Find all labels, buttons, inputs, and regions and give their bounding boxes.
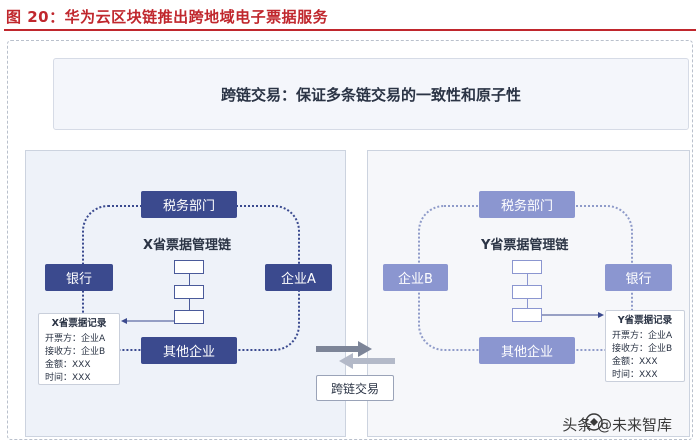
right-block-3	[512, 308, 542, 322]
left-block-link-2	[189, 299, 190, 310]
right-node-bank: 银行	[605, 264, 672, 291]
left-node-other: 其他企业	[141, 337, 237, 364]
left-block-3	[174, 310, 204, 324]
watermark-logo-icon	[585, 413, 603, 431]
right-record-line: 金额：XXX	[612, 357, 658, 367]
right-block-1	[512, 260, 542, 274]
title-divider	[4, 29, 696, 31]
right-block-link-1	[527, 274, 528, 285]
right-record-line: 开票方：企业A	[612, 331, 673, 341]
right-record-card: Y省票据记录 开票方：企业A 接收方：企业B 金额：XXX 时间：XXX	[605, 310, 685, 382]
right-node-other: 其他企业	[479, 337, 575, 364]
watermark-text: 头条 @未来智库	[562, 416, 672, 434]
cross-chain-banner: 跨链交易：保证多条链交易的一致性和原子性	[53, 58, 689, 130]
diagram-frame	[7, 40, 693, 440]
left-chain-title: X省票据管理链	[143, 238, 232, 253]
right-record-title: Y省票据记录	[617, 315, 673, 326]
right-node-company: 企业B	[383, 264, 448, 291]
left-block-1	[174, 260, 204, 274]
right-record-line: 接收方：企业B	[612, 344, 673, 354]
left-node-company: 企业A	[265, 264, 332, 291]
left-record-line: 开票方：企业A	[45, 334, 106, 344]
right-block-link-2	[527, 299, 528, 310]
left-record-line: 接收方：企业B	[45, 347, 106, 357]
cross-chain-arrows-icon	[316, 341, 395, 369]
left-node-tax: 税务部门	[141, 191, 237, 218]
left-record-line: 金额：XXX	[45, 360, 91, 370]
left-record-line: 时间：XXX	[45, 373, 91, 383]
right-node-tax: 税务部门	[479, 191, 575, 218]
right-block-2	[512, 285, 542, 299]
right-chain-title: Y省票据管理链	[481, 238, 569, 253]
left-record-card: X省票据记录 开票方：企业A 接收方：企业B 金额：XXX 时间：XXX	[38, 313, 120, 385]
left-node-bank: 银行	[45, 264, 113, 291]
left-block-2	[174, 285, 204, 299]
right-record-line: 时间：XXX	[612, 370, 658, 380]
left-record-title: X省票据记录	[51, 318, 107, 329]
figure-title: 图 20：华为云区块链推出跨地域电子票据服务	[6, 8, 329, 26]
cross-chain-label: 跨链交易	[316, 375, 394, 401]
left-block-link-1	[189, 274, 190, 285]
